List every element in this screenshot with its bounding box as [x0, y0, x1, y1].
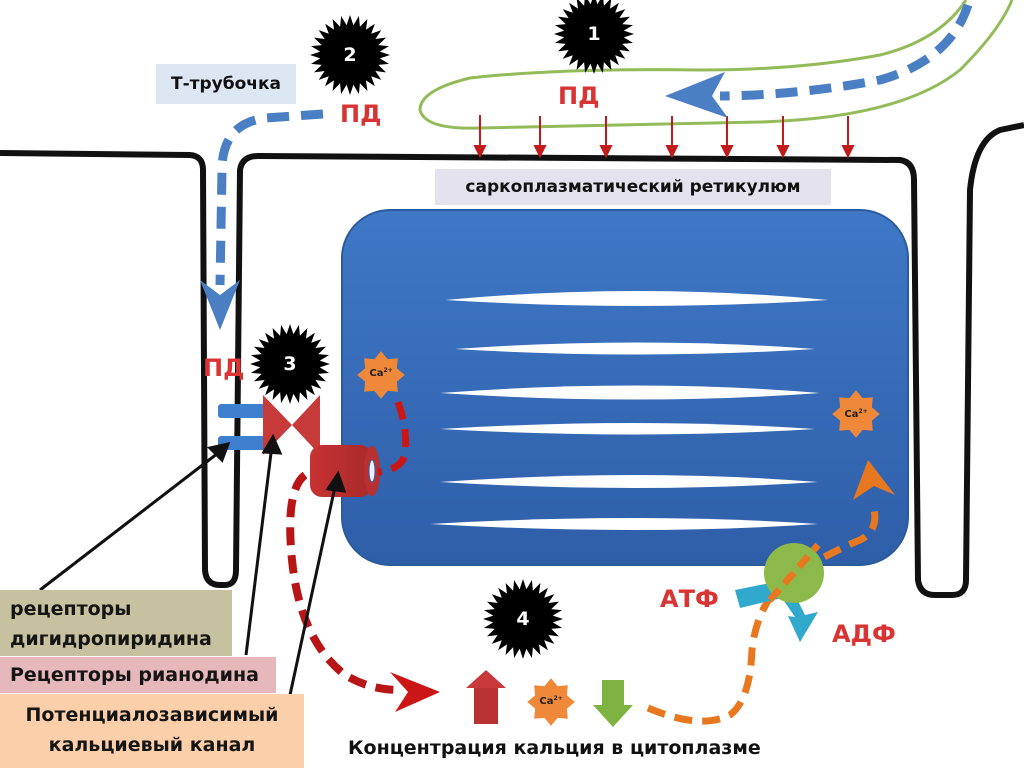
calcium-ion-star	[832, 390, 880, 438]
step-number-2: 2	[343, 44, 357, 66]
step-number-3: 3	[283, 353, 297, 375]
step-badge-4	[483, 579, 563, 659]
step-badge-1	[554, 0, 634, 74]
dhp-receptor-bar-top	[218, 404, 270, 418]
dihydropyridine-receptors-label: рецепторы дигидропиридина	[0, 590, 232, 656]
calcium-label: Ca2+	[369, 366, 393, 380]
ap-arrow-tubule	[215, 109, 324, 286]
sr-outline	[418, 0, 1014, 130]
cell-membrane	[0, 122, 1024, 598]
concentration-down-arrow	[593, 680, 633, 727]
step-number-4: 4	[516, 608, 530, 630]
voltage-gated-calcium-channel	[310, 445, 380, 497]
step-badge-3	[250, 324, 330, 404]
calcium-cytoplasm-arrowhead	[390, 672, 440, 712]
atp-label: АТФ	[660, 585, 719, 613]
ap-arrow-top-head	[665, 72, 728, 118]
atp-adp-arrow	[735, 582, 818, 642]
ryanodine-receptors-label: Рецепторы рианодина	[0, 657, 276, 693]
action-potential-label-membrane: ПД	[203, 354, 245, 382]
calcium-release-path	[377, 400, 410, 476]
calcium-pump-path	[646, 504, 879, 725]
calcium-ion-star	[527, 678, 575, 726]
dhp-receptor-bar-bottom	[218, 436, 270, 450]
step-number-1: 1	[587, 23, 601, 45]
adp-label: АДФ	[832, 620, 896, 648]
step-badge-2	[310, 15, 390, 95]
pointer-lines	[39, 433, 347, 696]
concentration-up-arrow	[466, 670, 506, 724]
calcium-label: Ca2+	[539, 694, 563, 708]
action-potential-label-tubule: ПД	[340, 100, 382, 128]
ap-arrow-tubule-head	[200, 280, 240, 330]
sr-release-arrows	[473, 115, 855, 159]
voltage-gated-channel-label: Потенциалозависимый кальциевый канал	[0, 694, 304, 768]
action-potential-label-top: ПД	[558, 82, 600, 110]
sarcoplasmic-reticulum-label: саркоплазматический ретикулюм	[435, 169, 831, 205]
calcium-ion-star	[357, 351, 405, 399]
ryanodine-receptor	[263, 395, 320, 455]
t-tubule-label: Т-трубочка	[156, 64, 296, 104]
calcium-label: Ca2+	[844, 407, 868, 421]
cytoplasm-concentration-label: Концентрация кальция в цитоплазме	[348, 737, 761, 759]
ap-arrow-top	[719, 3, 973, 101]
calcium-pump-arrowhead	[853, 460, 895, 500]
sr-cisternae	[430, 291, 828, 530]
